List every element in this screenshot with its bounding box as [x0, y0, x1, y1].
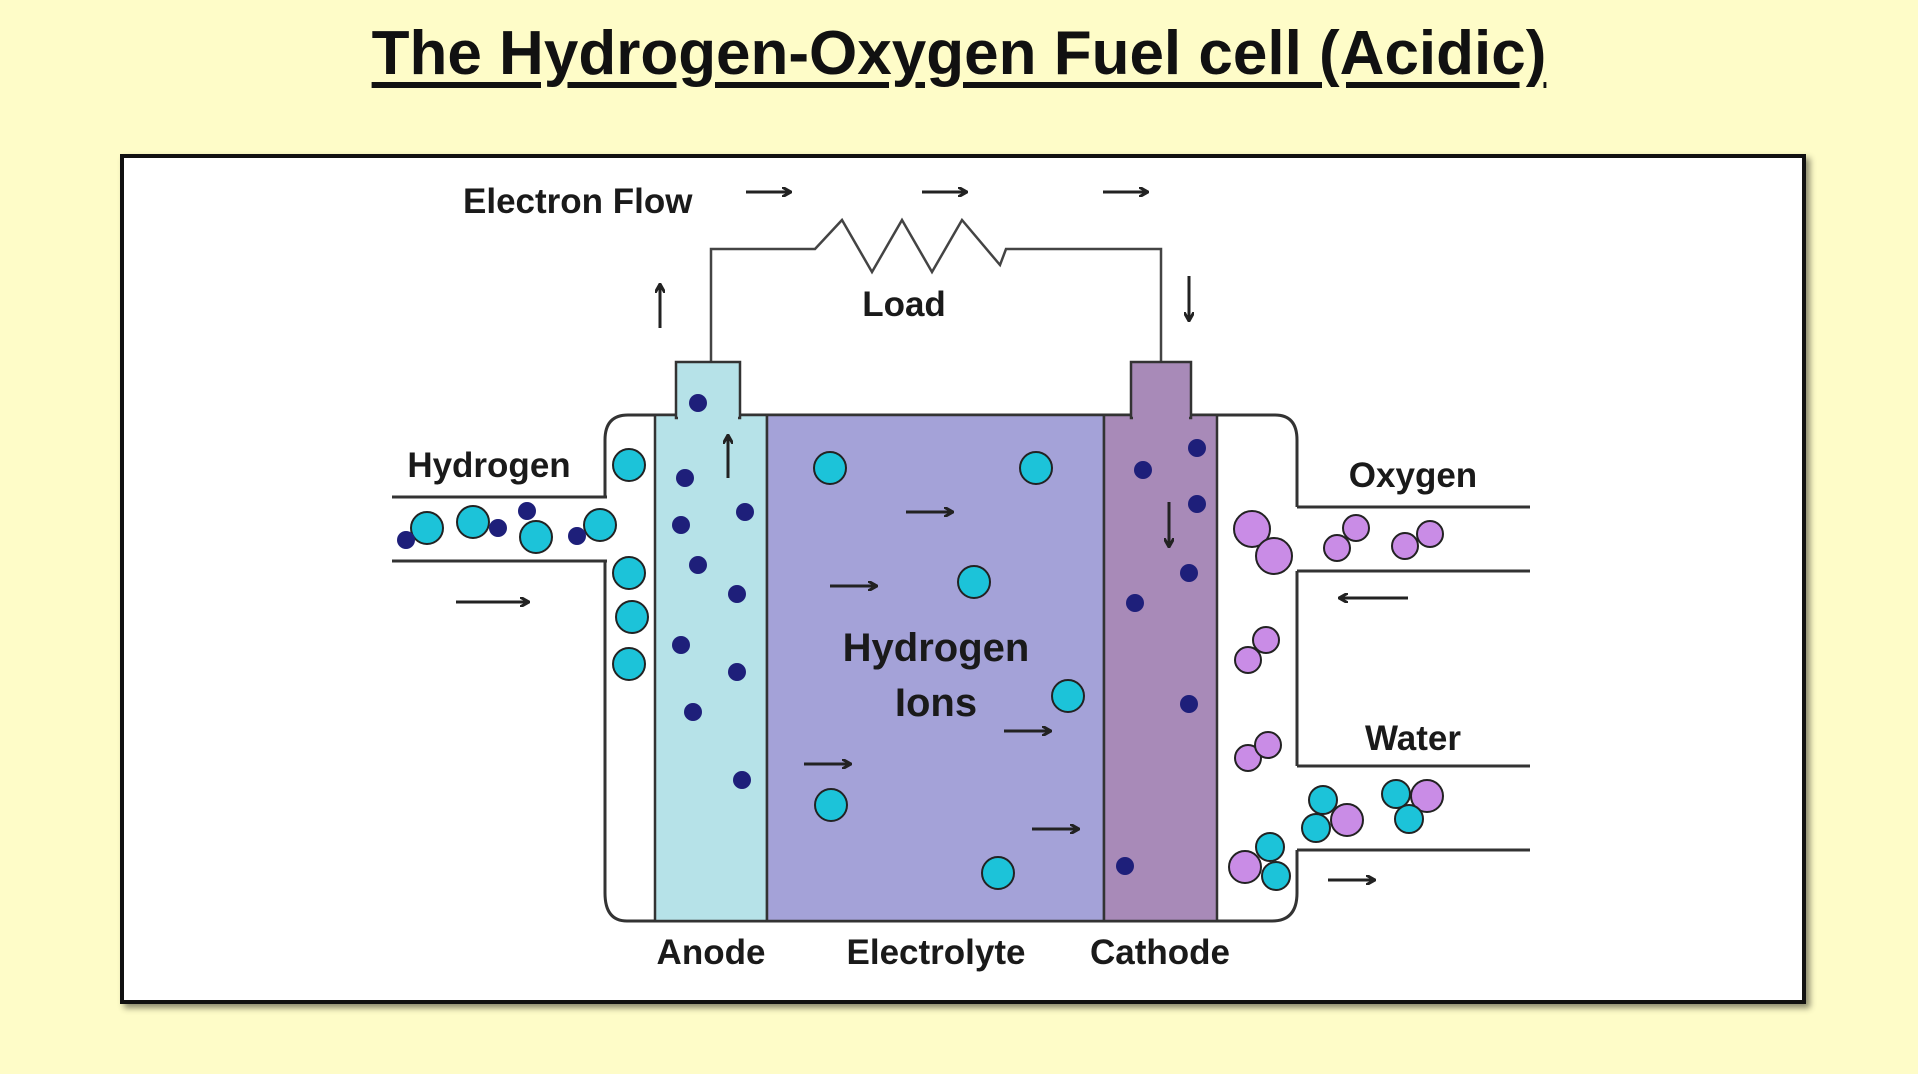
water-label: Water — [1365, 719, 1461, 758]
electron-flow-label: Electron Flow — [463, 182, 693, 221]
water-molecules — [1228, 779, 1444, 891]
oxygen-molecules — [1233, 510, 1444, 772]
cathode-label: Cathode — [1090, 933, 1230, 972]
anode-label: Anode — [657, 933, 766, 972]
anode-plate — [653, 413, 769, 923]
electrolyte-region — [765, 413, 1106, 923]
circuit-wire — [709, 217, 1163, 362]
hydrogen-label: Hydrogen — [407, 446, 570, 485]
anode-terminal — [674, 360, 742, 420]
load-label: Load — [862, 285, 946, 324]
electrons — [397, 394, 1206, 875]
oxygen-label: Oxygen — [1349, 456, 1477, 495]
hydrogen-ions-label-line1: Hydrogen — [843, 626, 1030, 670]
cathode-plate — [1102, 413, 1219, 923]
cathode-terminal — [1129, 360, 1193, 420]
hydrogen-molecules — [410, 448, 1085, 890]
page-title: The Hydrogen-Oxygen Fuel cell (Acidic) — [371, 19, 1547, 88]
hydrogen-ions-label-line2: Ions — [895, 681, 977, 725]
electrolyte-label: Electrolyte — [847, 933, 1026, 972]
